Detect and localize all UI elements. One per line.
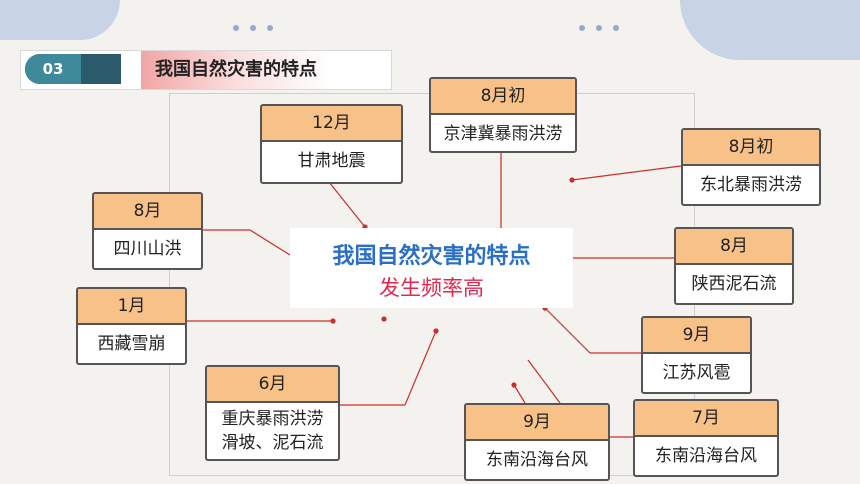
connector-line bbox=[328, 181, 366, 228]
dots-right bbox=[579, 25, 619, 31]
section-number: 03 bbox=[25, 54, 81, 84]
event-month: 7月 bbox=[635, 401, 777, 437]
connector-dot bbox=[433, 328, 439, 334]
event-card-xizang: 1月 西藏雪崩 bbox=[76, 287, 187, 365]
connector-line bbox=[527, 359, 561, 404]
event-month: 6月 bbox=[207, 367, 338, 403]
dots-left bbox=[233, 25, 273, 31]
event-name: 东南沿海台风 bbox=[655, 446, 757, 466]
event-month: 1月 bbox=[78, 289, 185, 325]
dot bbox=[579, 25, 585, 31]
section-title: 我国自然灾害的特点 bbox=[141, 51, 331, 89]
event-card-shaanxi: 8月 陕西泥石流 bbox=[674, 227, 794, 305]
event-card-sichuan: 8月 四川山洪 bbox=[92, 192, 203, 270]
event-month: 8月初 bbox=[683, 130, 819, 166]
connector-dot bbox=[381, 316, 387, 322]
connector-line bbox=[404, 330, 437, 406]
event-name: 甘肃地震 bbox=[297, 151, 366, 171]
event-card-gansu: 12月 甘肃地震 bbox=[260, 104, 403, 184]
connector-line bbox=[513, 384, 526, 404]
event-month: 9月 bbox=[643, 318, 750, 354]
section-header: 03 我国自然灾害的特点 bbox=[20, 50, 392, 90]
dot bbox=[613, 25, 619, 31]
event-month: 9月 bbox=[466, 405, 608, 441]
event-name: 陕西泥石流 bbox=[691, 274, 777, 294]
connector-line bbox=[571, 165, 682, 181]
top-left-wave bbox=[0, 0, 120, 40]
event-month: 12月 bbox=[262, 106, 401, 142]
connector-line bbox=[544, 307, 591, 354]
dot bbox=[250, 25, 256, 31]
event-name: 京津冀暴雨洪涝 bbox=[443, 124, 563, 144]
event-month: 8月 bbox=[94, 194, 201, 230]
event-name: 东南沿海台风 bbox=[486, 450, 588, 470]
event-card-chongqing: 6月 重庆暴雨洪涝 滑坡、泥石流 bbox=[205, 365, 340, 461]
event-name: 四川山洪 bbox=[113, 239, 182, 259]
event-name: 东北暴雨洪涝 bbox=[700, 175, 802, 195]
connector-dot bbox=[511, 382, 517, 388]
center-title: 我国自然灾害的特点 bbox=[332, 244, 531, 269]
event-card-dongnan-7: 7月 东南沿海台风 bbox=[633, 399, 779, 477]
section-badge: 03 bbox=[25, 54, 121, 84]
top-right-wave bbox=[680, 0, 860, 60]
event-name: 重庆暴雨洪涝 滑坡、泥石流 bbox=[207, 403, 338, 455]
event-month: 8月初 bbox=[431, 79, 575, 115]
event-card-dongnan-9: 9月 东南沿海台风 bbox=[464, 403, 610, 481]
event-card-jingjinji: 8月初 京津冀暴雨洪涝 bbox=[429, 77, 577, 153]
event-name: 西藏雪崩 bbox=[97, 334, 166, 354]
event-card-dongbei: 8月初 东北暴雨洪涝 bbox=[681, 128, 821, 206]
event-card-jiangsu: 9月 江苏风雹 bbox=[641, 316, 752, 394]
connector-line bbox=[249, 229, 291, 256]
dot bbox=[596, 25, 602, 31]
center-subtitle: 发生频率高 bbox=[379, 276, 484, 300]
event-name-line: 滑坡、泥石流 bbox=[221, 433, 324, 453]
event-name: 江苏风雹 bbox=[662, 363, 731, 383]
dot bbox=[233, 25, 239, 31]
dot bbox=[267, 25, 273, 31]
connector-dot bbox=[569, 177, 575, 183]
connector-dot bbox=[330, 318, 336, 324]
center-title-box: 我国自然灾害的特点 发生频率高 bbox=[290, 228, 573, 308]
event-month: 8月 bbox=[676, 229, 792, 265]
event-name-line: 重庆暴雨洪涝 bbox=[221, 409, 324, 429]
